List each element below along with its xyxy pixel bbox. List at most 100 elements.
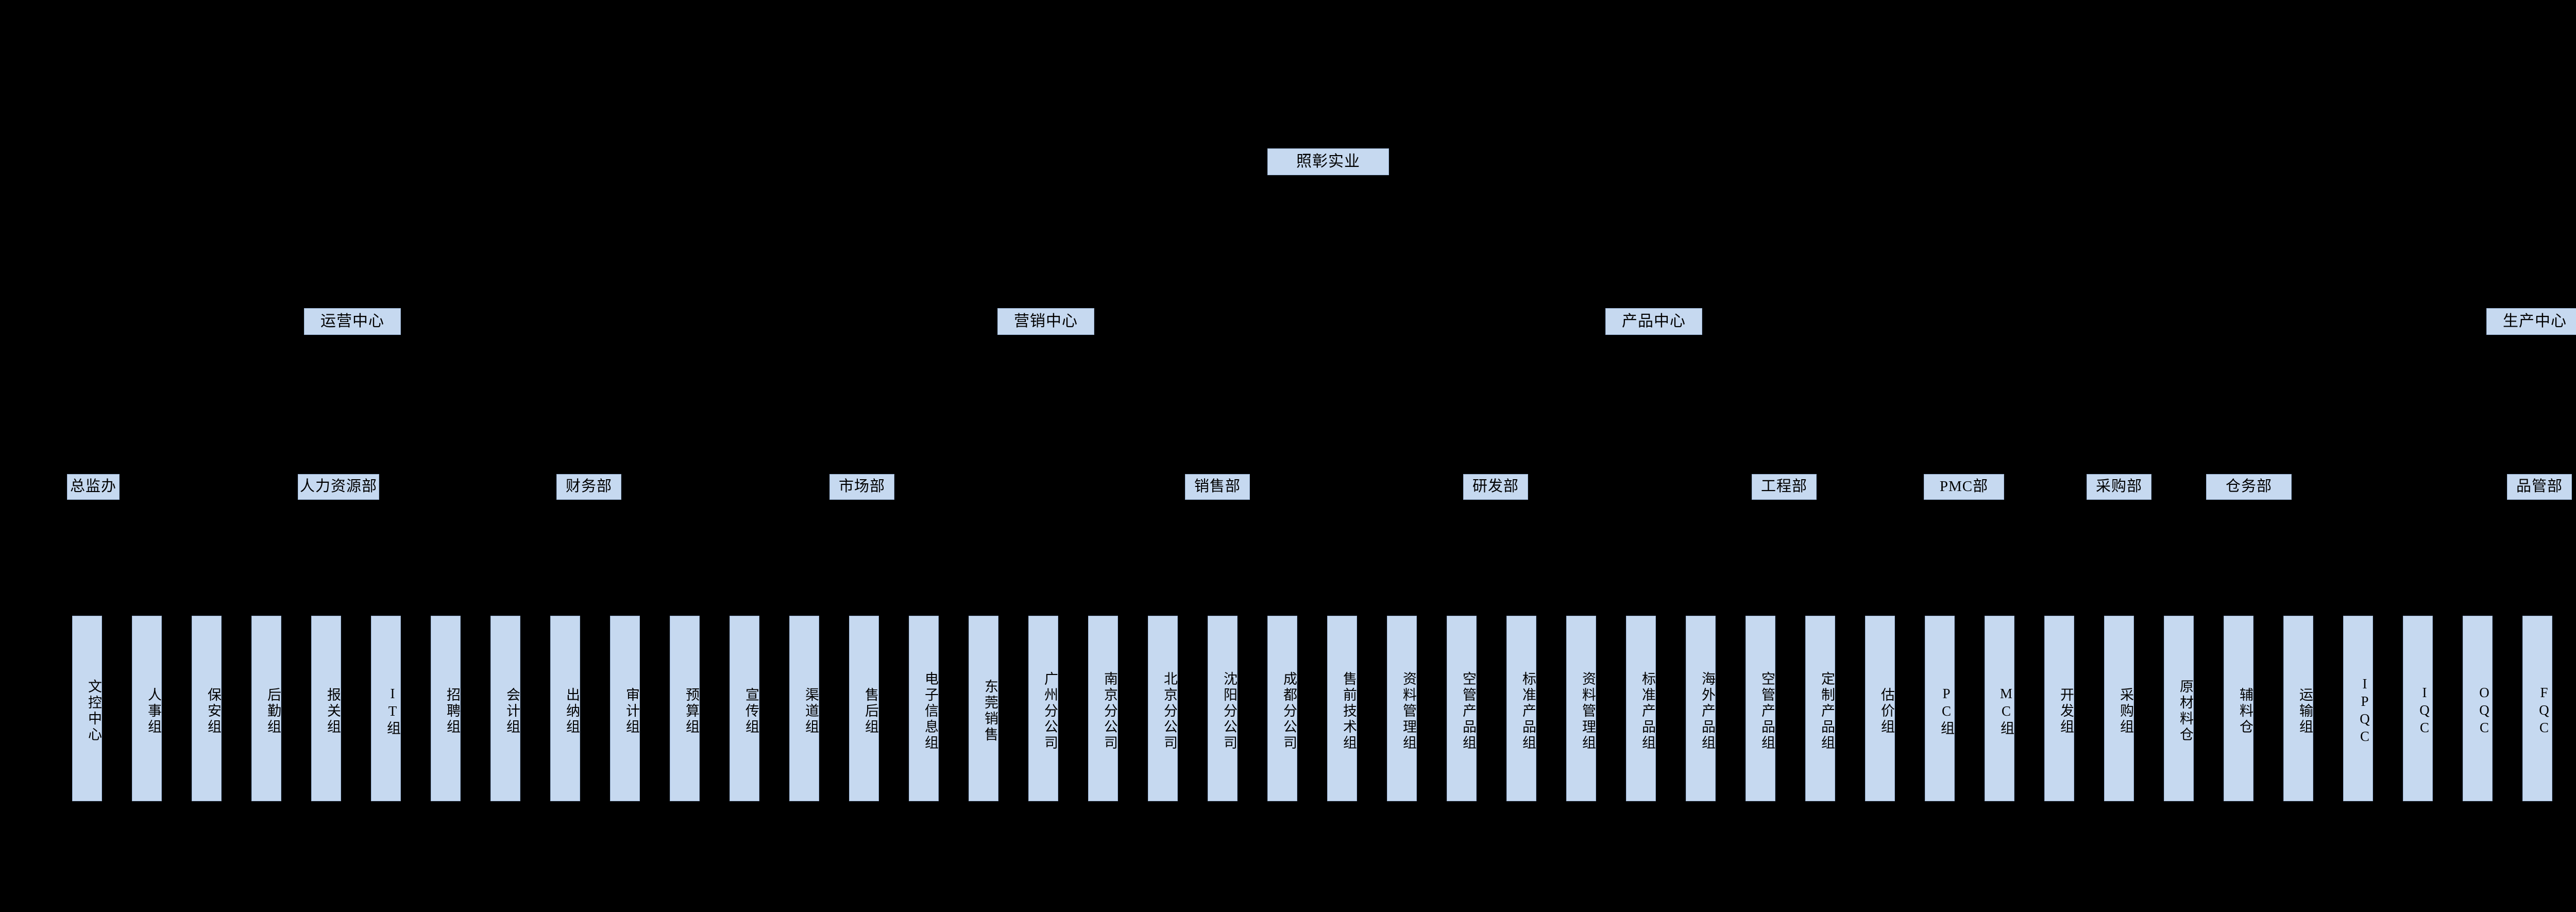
node-dept-market[interactable]: 市场部 [829,474,894,500]
node-label: 运输组 [2297,687,2313,735]
node-team-raw-material-warehouse[interactable]: 原材料仓 [2164,616,2194,801]
node-label: 东莞销售 [982,679,998,743]
node-team-electronic-information[interactable]: 电子信息组 [909,616,939,801]
node-dept-human-resources[interactable]: 人力资源部 [298,474,379,500]
node-team-document-control-center[interactable]: 文控中心 [72,616,102,801]
node-label: 南京分公司 [1102,671,1117,751]
node-label: 工程部 [1760,478,1807,495]
edge-bus-to-quality-control [2539,417,2540,474]
node-team-auxiliary-material-warehouse[interactable]: 辅料仓 [2224,616,2253,801]
node-team-mc[interactable]: MC组 [1985,616,2014,801]
node-team-custom-product[interactable]: 定制产品组 [1805,616,1835,801]
node-team-chengdu-branch[interactable]: 成都分公司 [1267,616,1297,801]
node-team-estimating[interactable]: 估价组 [1865,616,1895,801]
node-dept-director-office[interactable]: 总监办 [67,474,120,500]
node-team-it[interactable]: IT组 [371,616,401,801]
node-label: 售后组 [863,687,878,735]
node-root-company[interactable]: 照彰实业 [1267,148,1389,175]
node-team-atc-product-1[interactable]: 空管产品组 [1447,616,1477,801]
node-team-dongguan-sales[interactable]: 东莞销售 [969,616,998,801]
node-team-customs-declaration[interactable]: 报关组 [311,616,341,801]
node-label: 辅料仓 [2238,687,2253,735]
edge-production-stem [2535,335,2536,417]
edge-operations-stem [352,335,353,417]
node-team-shenyang-branch[interactable]: 沈阳分公司 [1208,616,1238,801]
node-team-cashier[interactable]: 出纳组 [550,616,580,801]
node-label: 保安组 [206,687,221,735]
node-team-after-sales[interactable]: 售后组 [849,616,879,801]
node-team-audit[interactable]: 审计组 [610,616,640,801]
node-team-standard-product-1[interactable]: 标准产品组 [1506,616,1536,801]
node-dept-pmc[interactable]: PMC部 [1924,474,2004,500]
node-center-operations[interactable]: 运营中心 [304,308,401,335]
edge-marketing-stem [1046,335,1047,417]
node-label: 成都分公司 [1281,671,1297,751]
node-label: 定制产品组 [1819,671,1835,751]
edge-root-to-operations [352,206,353,308]
node-dept-quality-control[interactable]: 品管部 [2507,474,2572,500]
node-team-document-management-1[interactable]: 资料管理组 [1387,616,1417,801]
edge-bus-to-warehouse [2248,417,2249,474]
node-team-security[interactable]: 保安组 [192,616,222,801]
node-label: 渠道组 [803,687,819,735]
node-team-document-management-2[interactable]: 资料管理组 [1566,616,1596,801]
node-team-fqc[interactable]: FQC [2522,616,2552,801]
node-label: 人力资源部 [299,478,377,495]
node-team-oqc[interactable]: OQC [2463,616,2493,801]
node-team-presales-technical[interactable]: 售前技术组 [1327,616,1357,801]
edge-bus-to-human-resources [338,417,339,474]
node-team-transport[interactable]: 运输组 [2283,616,2313,801]
node-team-guangzhou-branch[interactable]: 广州分公司 [1028,616,1058,801]
node-team-atc-product-2[interactable]: 空管产品组 [1745,616,1775,801]
node-team-publicity[interactable]: 宣传组 [730,616,759,801]
node-team-accounting[interactable]: 会计组 [490,616,520,801]
node-label: 估价组 [1879,687,1894,735]
node-label: 品管部 [2516,478,2563,495]
node-label: 宣传组 [743,687,759,735]
node-label: 总监办 [70,478,116,495]
node-label: OQC [2477,685,2492,737]
node-label: 预算组 [684,687,699,735]
edge-product-bus [1546,417,2349,418]
node-team-personnel[interactable]: 人事组 [132,616,162,801]
edge-bus-to-director-office [93,417,94,474]
node-team-purchasing[interactable]: 采购组 [2104,616,2134,801]
node-label: 资料管理组 [1401,671,1416,751]
node-team-iqc[interactable]: IQC [2403,616,2433,801]
node-dept-finance[interactable]: 财务部 [556,474,621,500]
node-team-development[interactable]: 开发组 [2044,616,2074,801]
node-team-ipqc[interactable]: IPQC [2343,616,2373,801]
node-team-channel[interactable]: 渠道组 [789,616,819,801]
node-label: IQC [2417,685,2432,737]
node-center-marketing[interactable]: 营销中心 [997,308,1094,335]
node-label: 标准产品组 [1640,671,1655,751]
node-center-production[interactable]: 生产中心 [2486,308,2576,335]
node-team-logistics-support[interactable]: 后勤组 [251,616,281,801]
node-team-pc[interactable]: PC组 [1925,616,1955,801]
node-label: 市场部 [838,478,885,495]
node-dept-sales[interactable]: 销售部 [1185,474,1250,500]
edge-bus-to-rnd [1546,417,1547,474]
node-team-nanjing-branch[interactable]: 南京分公司 [1088,616,1118,801]
node-dept-purchasing[interactable]: 采购部 [2087,474,2151,500]
node-label: 电子信息组 [923,671,938,751]
edge-product-stem [1654,335,1655,417]
node-dept-rnd[interactable]: 研发部 [1463,474,1528,500]
node-team-overseas-product[interactable]: 海外产品组 [1686,616,1716,801]
node-label: 后勤组 [265,687,281,735]
edge-operations-bus [93,417,650,418]
edge-root-to-production [2535,206,2536,308]
node-dept-warehouse[interactable]: 仓务部 [2206,474,2292,500]
node-team-beijing-branch[interactable]: 北京分公司 [1148,616,1178,801]
node-team-standard-product-2[interactable]: 标准产品组 [1626,616,1656,801]
edge-root-to-product [1654,206,1655,308]
node-label: IT组 [385,685,400,737]
node-team-recruiting[interactable]: 招聘组 [431,616,461,801]
edge-production-bus [2535,417,2576,418]
node-center-product[interactable]: 产品中心 [1605,308,1702,335]
node-label: IPQC [2357,676,2372,746]
node-label: 会计组 [504,687,520,735]
node-team-budget[interactable]: 预算组 [670,616,700,801]
node-dept-engineering[interactable]: 工程部 [1752,474,1817,500]
